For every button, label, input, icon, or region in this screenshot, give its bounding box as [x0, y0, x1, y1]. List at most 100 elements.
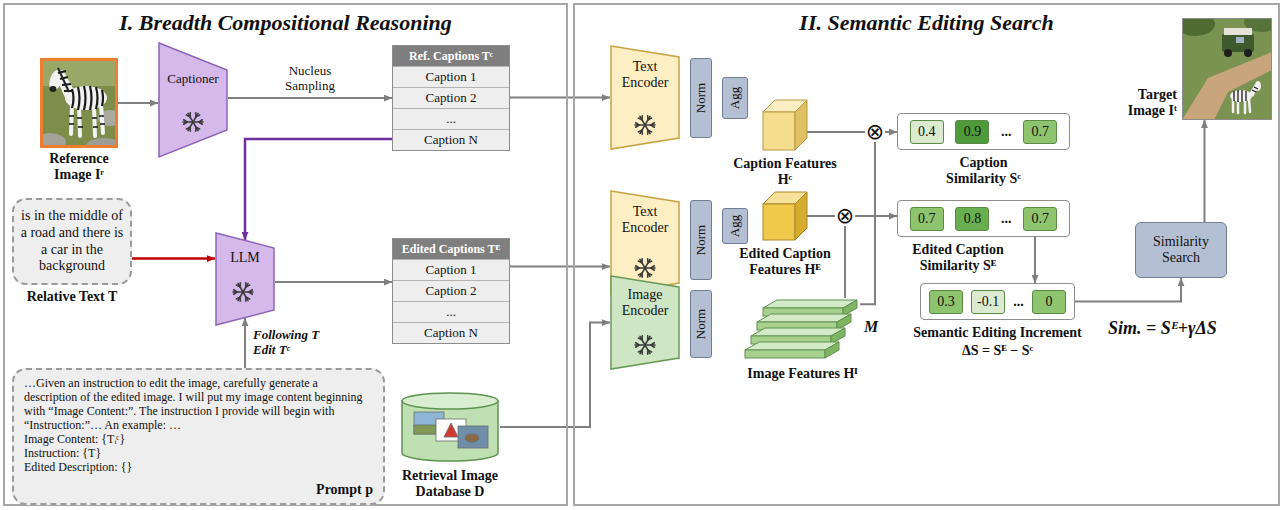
- image-feature-stack: [751, 328, 845, 336]
- frozen-icon: [245, 297, 247, 301]
- block-label: Norm: [693, 225, 709, 255]
- caption-feature-bar: [795, 100, 807, 150]
- connector: [860, 142, 875, 304]
- frozen-icon: [636, 266, 639, 268]
- similarity-value: 0.3: [929, 290, 963, 314]
- frozen-icon: [647, 350, 649, 354]
- frozen-icon: [196, 115, 200, 117]
- frozen-icon: [236, 297, 240, 299]
- reference-photo: [100, 123, 105, 125]
- reference-photo: [58, 68, 69, 92]
- frozen-icon: [239, 283, 241, 287]
- frozen-icon: [635, 259, 655, 277]
- frozen-icon: [641, 336, 643, 340]
- reference-photo: [78, 126, 83, 128]
- norm-block: Norm: [690, 58, 712, 138]
- trapezoid-outline: [158, 42, 228, 158]
- reference-photo: [69, 116, 105, 127]
- list-header: Edited Captions Tᴱ: [393, 239, 509, 259]
- frozen-icon: [195, 127, 197, 131]
- list-row: Caption N: [393, 322, 509, 343]
- frozen-icon: [647, 130, 649, 134]
- target-photo: [1255, 81, 1261, 91]
- block-label: Agg: [727, 87, 743, 109]
- prompt-text: Image Content: {Tᵢᶜ}: [24, 432, 373, 446]
- similarity-vector: 0.40.9...0.7Caption Similarity Sᶜ: [897, 113, 1070, 150]
- connector: [244, 318, 246, 368]
- target-photo: [1244, 100, 1247, 113]
- prompt-box: …Given an instruction to edit the image,…: [12, 368, 385, 505]
- block-label: Norm: [693, 309, 709, 339]
- frozen-icon: [647, 273, 649, 277]
- frozen-icon: [638, 130, 642, 132]
- edited-feature-bar: [763, 192, 807, 240]
- frozen-icon: [635, 116, 655, 134]
- target-photo: [1182, 52, 1272, 120]
- target-photo: [1182, 18, 1215, 36]
- edge-label: Following T Edit Tᶜ: [253, 328, 335, 358]
- frozen-icon: [246, 285, 250, 287]
- search-block: Similarity Search: [1135, 222, 1227, 278]
- list-row: ...: [393, 108, 509, 129]
- matrix-symbol: M: [864, 318, 878, 336]
- block-label: Image Encoder: [610, 287, 680, 319]
- captioner-block: Captioner: [158, 42, 228, 158]
- reference-photo: [71, 104, 72, 134]
- connector: [510, 97, 610, 99]
- image-feature-stack: [763, 300, 857, 308]
- frozen-icon: [638, 350, 642, 352]
- prompt-text: Edited Description: {}: [24, 460, 373, 474]
- caption-label: Reference Image Iʳ: [29, 151, 129, 183]
- image-feature-stack: [745, 350, 825, 358]
- norm-block: Norm: [690, 200, 712, 280]
- block-label: LLM: [230, 250, 260, 266]
- thumbnail-stack: [444, 423, 458, 437]
- list-row: ...: [393, 301, 509, 322]
- frozen-icon: [636, 343, 639, 345]
- image-encoder: Image Encoder: [610, 275, 680, 370]
- connector: [1204, 120, 1206, 222]
- frozen-icon: [648, 118, 652, 120]
- reference-photo: [50, 86, 57, 92]
- llm-block: LLM: [215, 232, 275, 326]
- ellipsis: ...: [1001, 124, 1012, 140]
- image-feature-stack: [745, 342, 839, 350]
- block-label: Text Encoder: [610, 204, 680, 236]
- image-feature-stack: [757, 314, 851, 322]
- frozen-icon: [189, 113, 191, 117]
- similarity-value: 0.7: [1023, 207, 1057, 231]
- block-label: Norm: [693, 83, 709, 113]
- frozen-icon: [638, 273, 642, 275]
- frozen-icon: [651, 345, 654, 347]
- similarity-vector: 0.3-0.1...0Semantic Editing IncrementΔS …: [920, 283, 1075, 320]
- feature-vector: Caption Features Hᶜ: [763, 100, 807, 150]
- image-frame: Reference Image Iʳ: [40, 58, 118, 148]
- caption-label: Edited Caption Similarity Sᴱ: [898, 242, 1018, 274]
- reference-photo: [40, 58, 118, 148]
- image-feature-stack: [745, 342, 839, 358]
- prompt-label: Prompt p: [316, 482, 373, 498]
- reference-photo: [99, 115, 104, 117]
- frozen-icon: [233, 283, 253, 301]
- thumbnail-stack: [465, 434, 479, 442]
- connector: [1034, 237, 1036, 283]
- reference-photo: [69, 123, 74, 125]
- thumbnail-stack: [414, 412, 488, 448]
- similarity-value: 0.8: [955, 207, 989, 231]
- prompt-text: …Given an instruction to edit the image,…: [24, 376, 373, 432]
- list-header: Ref. Captions Tᶜ: [393, 46, 509, 66]
- edited-feature-bar: [795, 192, 807, 240]
- edge-label: Nucleus Sampling: [270, 64, 350, 94]
- trapezoid-outline: [159, 43, 227, 157]
- list-row: Caption 1: [393, 259, 509, 280]
- caption-label: Relative Text T: [17, 289, 127, 305]
- connector: [132, 257, 215, 260]
- text-bubble: is in the middle of a road and there is …: [12, 198, 132, 285]
- caption-label: Edited Caption Features Hᴱ: [733, 246, 837, 278]
- connector: [245, 139, 392, 240]
- reference-photo: [92, 117, 97, 119]
- image-feature-stack: [825, 342, 839, 358]
- similarity-value: 0: [1032, 290, 1066, 314]
- text-encoder: Text Encoder: [610, 45, 680, 150]
- target-photo: [1236, 37, 1244, 43]
